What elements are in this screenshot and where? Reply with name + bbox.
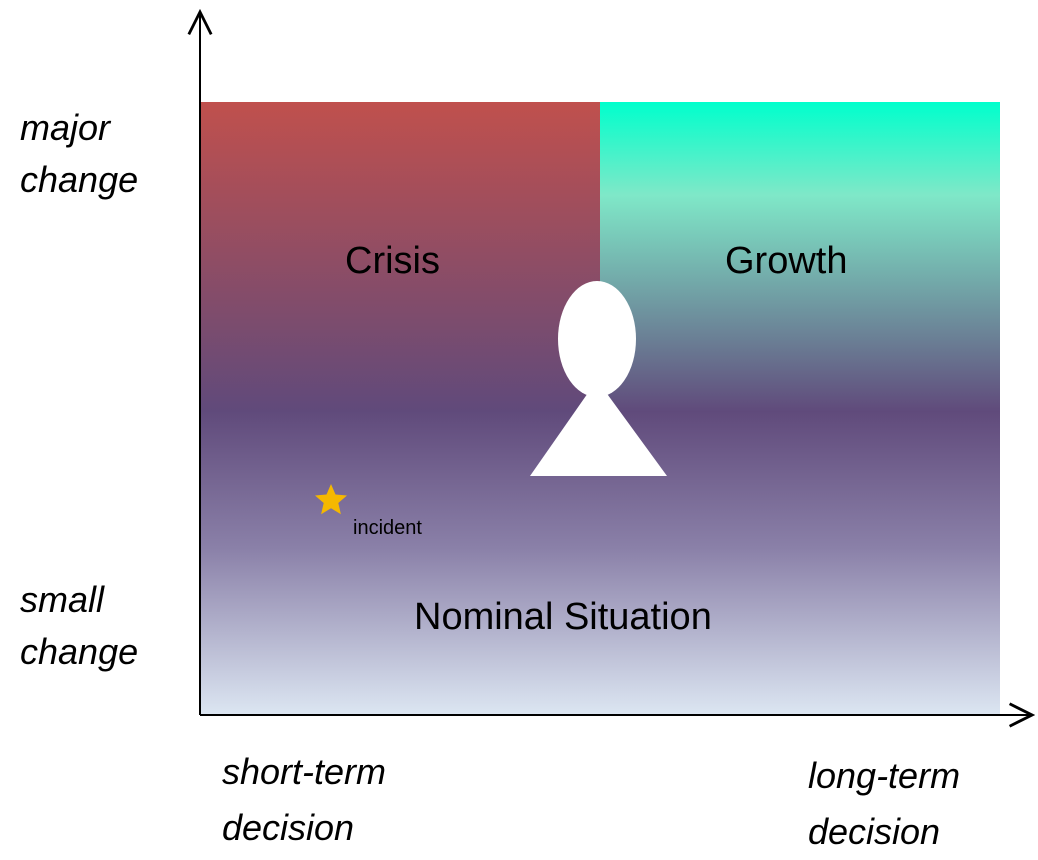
y-axis-bottom-label-line2: change xyxy=(20,631,139,672)
x-axis-right-label-line2: decision xyxy=(808,811,941,852)
y-axis-top-label-line2: change xyxy=(20,159,139,200)
growth-region xyxy=(600,102,1000,412)
growth-label: Growth xyxy=(725,240,848,282)
star-icon xyxy=(315,484,347,515)
x-axis-left-label-line2: decision xyxy=(222,807,355,848)
incident-label: incident xyxy=(353,517,422,539)
crisis-region xyxy=(200,102,600,412)
person-icon xyxy=(530,281,667,476)
x-axis-left-label-line1: short-term xyxy=(222,751,387,792)
y-axis-top-label: major change xyxy=(20,102,138,206)
crisis-label: Crisis xyxy=(345,240,440,282)
nominal-situation-label: Nominal Situation xyxy=(414,596,712,638)
x-axis-right-label: long-term decision xyxy=(808,748,960,860)
y-axis-top-label-line1: major xyxy=(20,107,111,148)
y-axis-bottom-label: small change xyxy=(20,574,138,678)
x-axis-left-label: short-term decision xyxy=(222,744,386,856)
x-axis-right-label-line1: long-term xyxy=(808,755,961,796)
y-axis-bottom-label-line1: small xyxy=(20,579,105,620)
